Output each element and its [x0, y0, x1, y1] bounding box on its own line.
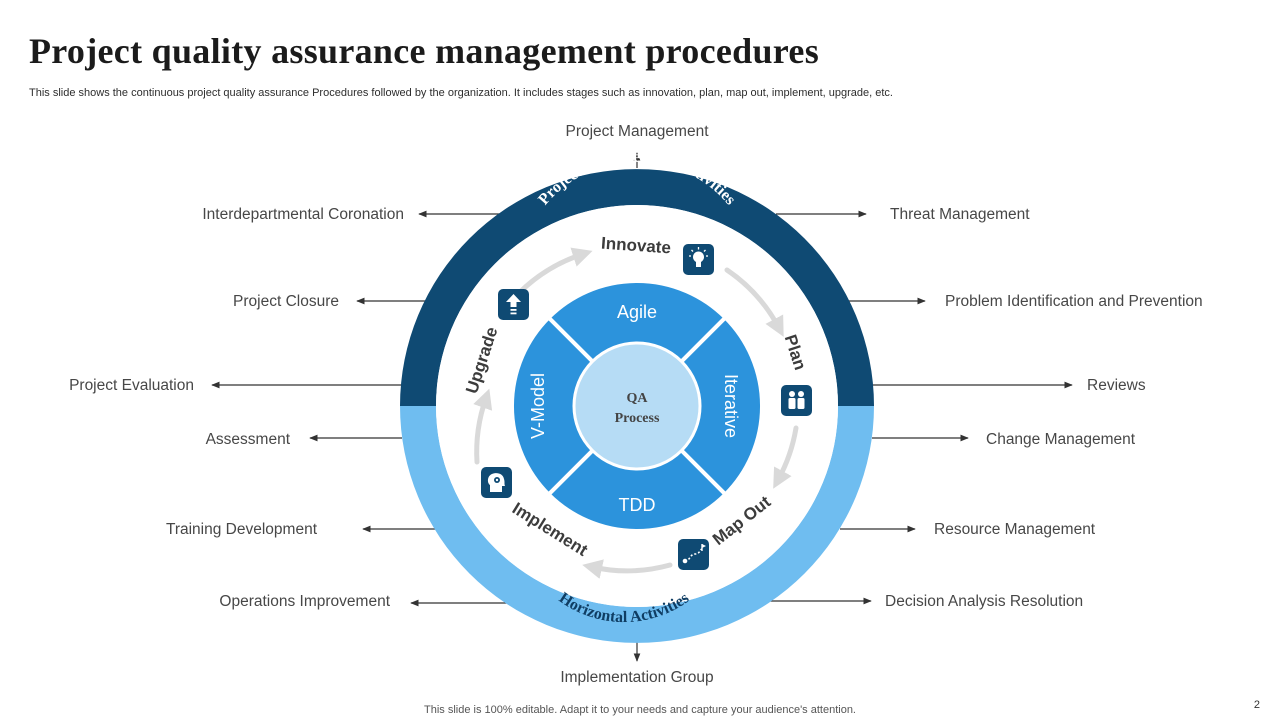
page-title: Project quality assurance management pro…: [29, 31, 820, 71]
connector-arrows: [211, 152, 1073, 662]
label-threat-management: Threat Management: [890, 206, 1030, 223]
label-project-management: Project Management: [565, 123, 709, 140]
label-operations-improvement: Operations Improvement: [219, 593, 390, 610]
label-project-closure: Project Closure: [233, 293, 339, 310]
lightbulb-icon: [683, 244, 714, 275]
brain-gear-icon: [481, 467, 512, 498]
label-interdepartmental-coronation: Interdepartmental Coronation: [202, 206, 404, 223]
team-icon: [781, 385, 812, 416]
method-tdd: TDD: [619, 495, 656, 515]
footer-note: This slide is 100% editable. Adapt it to…: [424, 704, 856, 716]
qa-core: [572, 341, 702, 471]
label-reviews: Reviews: [1087, 377, 1146, 394]
label-training-development: Training Development: [166, 521, 318, 538]
upgrade-arrow-icon: [498, 289, 529, 320]
outer-ring-bottom: [400, 406, 874, 643]
page-number: 2: [1253, 699, 1260, 711]
methods-wheel: [503, 272, 771, 540]
method-agile: Agile: [617, 302, 657, 322]
core-label-process: Process: [615, 411, 660, 426]
label-assessment: Assessment: [206, 431, 291, 448]
method-v-model: V-Model: [528, 373, 548, 439]
label-implementation-group: Implementation Group: [560, 669, 713, 686]
outer-ring-top: [400, 169, 874, 406]
cycle-arrows: [473, 247, 799, 579]
stage-innovate: Innovate: [601, 234, 672, 258]
label-resource-management: Resource Management: [934, 521, 1096, 538]
page-subtitle: This slide shows the continuous project …: [29, 87, 893, 99]
route-map-icon: [678, 539, 709, 570]
method-iterative: Iterative: [721, 374, 741, 438]
core-label-qa: QA: [627, 391, 649, 406]
label-decision-analysis-resolution: Decision Analysis Resolution: [885, 593, 1083, 610]
label-change-management: Change Management: [986, 431, 1136, 448]
label-project-evaluation: Project Evaluation: [69, 377, 194, 394]
label-problem-identification: Problem Identification and Prevention: [945, 293, 1203, 310]
